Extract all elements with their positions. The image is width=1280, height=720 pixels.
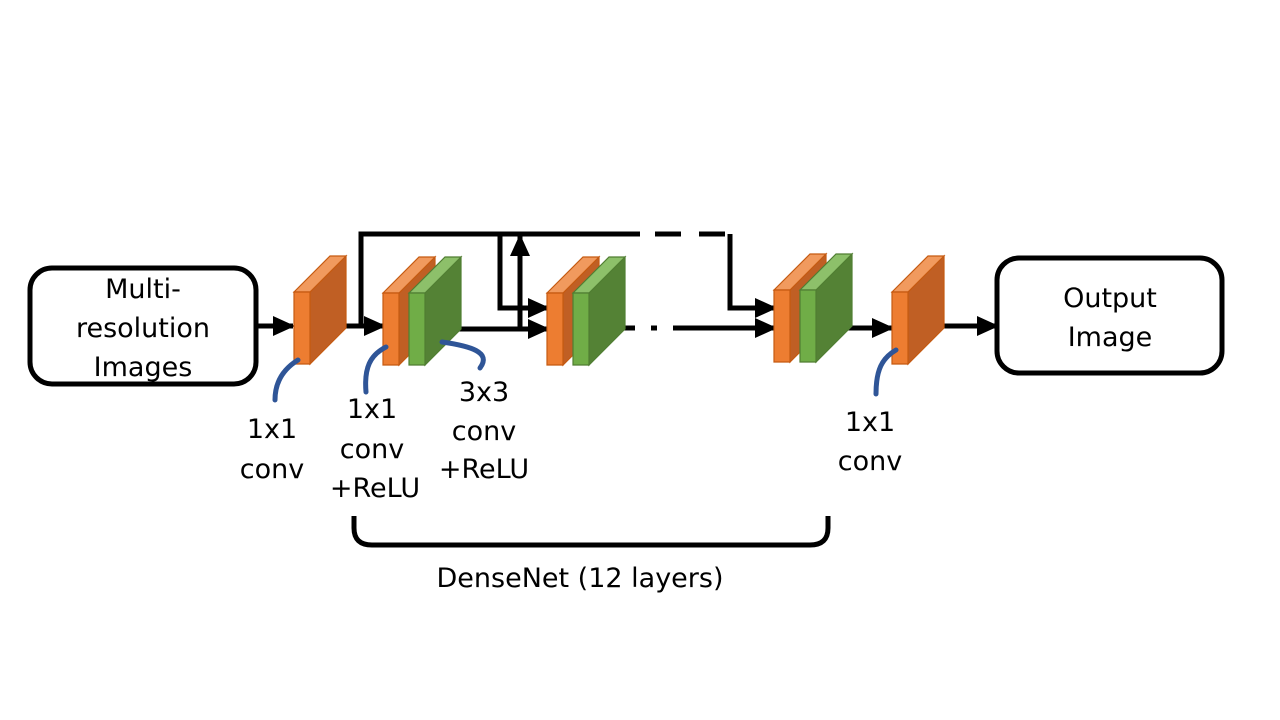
output-label-1: Output [1063,283,1157,314]
input-label-1: Multi- [105,274,181,305]
block-last-conv [890,254,946,366]
front-face [891,291,909,365]
dense-conv1-label-2: conv [340,434,404,465]
front-face [799,289,817,363]
skip-top [358,231,640,326]
skip-mid [497,234,550,318]
output-box [994,255,1225,376]
block-dense1-conv3 [407,255,463,367]
densenet-bracket [351,516,831,548]
front-face [293,291,311,365]
callouts [272,339,899,403]
last-conv-label-1: 1x1 [845,407,895,438]
callout-dense-conv1 [363,344,389,395]
callout-last-conv [873,347,899,397]
first-conv-label-1: 1x1 [247,414,297,445]
conv-blocks [292,252,946,367]
input-label-2: resolution [76,313,210,344]
output-label-2: Image [1068,322,1153,353]
last-conv-label-2: conv [838,446,902,477]
front-face [572,292,590,366]
callout-first-conv [272,357,301,403]
densenet-label: DenseNet (12 layers) [437,563,724,594]
front-face [382,292,400,366]
block-first-conv [292,254,348,366]
dense-conv1-label-3: +ReLU [330,473,420,504]
dense-conv3-label-2: conv [452,416,516,447]
front-face [773,289,791,363]
dense-conv3-label-1: 3x3 [459,377,509,408]
dense-conv3-label-3: +ReLU [439,454,529,485]
front-face [546,292,564,366]
callout-dense-conv3 [439,339,486,371]
first-conv-label-2: conv [240,454,304,485]
front-face [408,292,426,366]
input-label-3: Images [94,352,193,383]
block-dense2-conv3 [571,255,627,367]
block-dense12-conv3 [798,252,854,364]
connections [256,231,999,339]
dense-conv1-label-1: 1x1 [347,394,397,425]
skip-down [727,234,777,318]
